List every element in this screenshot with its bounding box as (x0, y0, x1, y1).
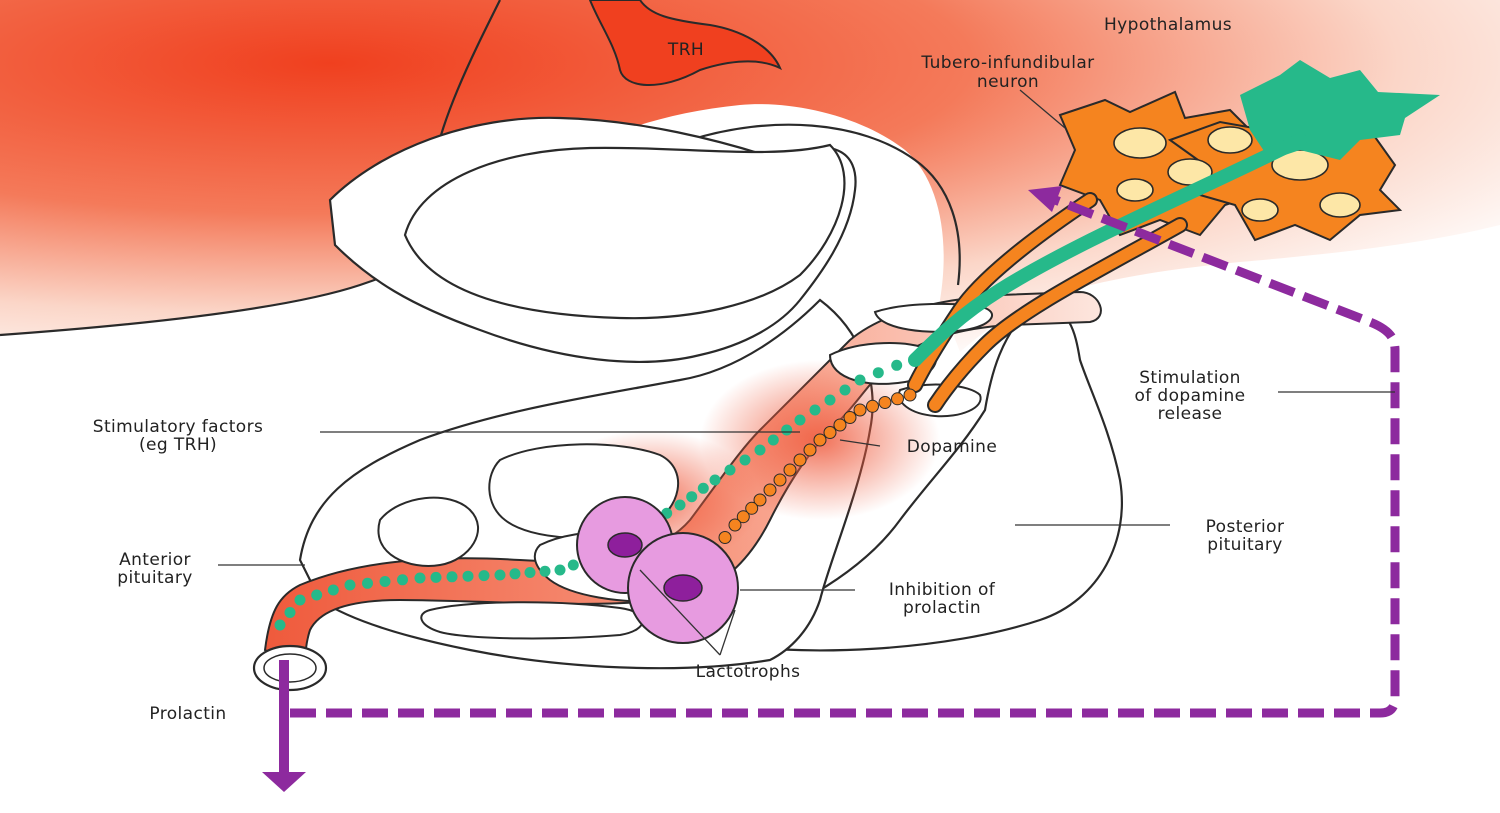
trh-shape (588, 0, 783, 86)
stimulatory-factor-dot (909, 352, 921, 364)
stimulatory-factor-dot (724, 464, 736, 476)
dopamine-dots (718, 388, 917, 544)
anterior-label-line2: pituitary (117, 568, 192, 588)
dopamine-dot (773, 473, 787, 487)
prolactin-arrow (262, 660, 306, 792)
stimulatory-factor-dot (891, 359, 903, 371)
stimulatory-factor-dot (284, 607, 296, 618)
neuron-label-line2: neuron (977, 72, 1039, 92)
vessel-opening (252, 644, 328, 692)
stimulatory-label-line1: Stimulatory factors (93, 417, 263, 437)
dopamine-dot (763, 483, 777, 497)
stimulatory-factor-dot (754, 444, 766, 456)
stimulatory-factor-dot (524, 567, 536, 578)
stimulatory-factor-dot (344, 579, 356, 591)
stimulatory-factor-dot (430, 571, 442, 583)
third-ventricle-shape (403, 143, 846, 320)
green-neuron (908, 60, 1440, 367)
stimulation-label-line1: Stimulation (1139, 368, 1241, 388)
dopamine-dot (783, 463, 797, 477)
dopamine-dot (903, 388, 917, 402)
stimulation-label-line3: release (1158, 404, 1223, 424)
stimulatory-factor-dot (567, 559, 579, 571)
lactotroph-cells (576, 496, 739, 644)
dopamine-dot (736, 510, 750, 524)
dopamine-dot (793, 453, 807, 467)
dopamine-dot (803, 443, 817, 457)
posterior-label-line2: pituitary (1207, 535, 1282, 555)
stimulatory-factor-dot (397, 574, 408, 586)
stimulatory-factor-dot (854, 374, 866, 386)
lactotrophs-label: Lactotrophs (696, 662, 801, 682)
hypothalamus-label: Hypothalamus (1104, 15, 1232, 35)
stimulatory-factor-dot (697, 482, 709, 494)
prolactin-label: Prolactin (149, 704, 226, 724)
stimulatory-label-line2: (eg TRH) (139, 435, 217, 455)
dopamine-dot (753, 493, 767, 507)
stimulatory-factor-dot (839, 384, 851, 396)
dopamine-dot (866, 399, 879, 413)
lactotroph-nucleus-1 (607, 532, 643, 558)
feedback-dashed-path (290, 191, 1400, 718)
dopamine-dot (745, 501, 759, 515)
dopamine-dot (891, 392, 904, 406)
stimulatory-factor-dot (379, 576, 391, 587)
stimulatory-factor-dot (462, 570, 474, 582)
stimulatory-factor-dot (824, 394, 836, 406)
stimulatory-factor-dot (494, 569, 506, 581)
stimulation-label-line2: of dopamine (1134, 386, 1245, 406)
stimulatory-factor-dot (539, 565, 551, 577)
stimulatory-factor-dot (781, 424, 793, 436)
feedback-arrowhead (1028, 186, 1062, 212)
stimulatory-factor-dot (414, 572, 426, 584)
neuron-label-line1: Tubero-infundibular (920, 53, 1094, 73)
stimulatory-factor-dot (809, 404, 821, 416)
stimulatory-factor-dot (674, 499, 686, 511)
stimulatory-factor-dot (362, 577, 373, 589)
stimulatory-factor-dot (554, 564, 566, 576)
dopamine-dot (823, 426, 837, 439)
dopamine-dot (853, 403, 867, 417)
inhibition-label-line2: prolactin (903, 598, 981, 618)
lactotroph-nucleus-2 (663, 574, 703, 602)
trh-label: TRH (667, 40, 704, 60)
dopamine-dot (813, 433, 827, 447)
dopamine-dot (728, 518, 742, 532)
dopamine-dot (833, 418, 847, 432)
stimulatory-factor-dot (686, 491, 698, 503)
anterior-label-line1: Anterior (119, 550, 191, 570)
leader-lines (218, 89, 1395, 656)
posterior-pituitary-shape (699, 298, 1123, 652)
stimulatory-factor-dot (872, 367, 884, 379)
stimulatory-factor-dot (709, 474, 721, 486)
dopamine-label: Dopamine (907, 437, 997, 457)
stimulatory-factor-dot (446, 571, 458, 583)
stimulatory-factor-dot (294, 594, 306, 606)
dopamine-dot (878, 396, 892, 409)
posterior-label-line1: Posterior (1206, 517, 1285, 537)
inhibition-label-line1: Inhibition of (889, 580, 996, 600)
stimulatory-factor-dot (794, 414, 806, 426)
dopamine-dot (843, 411, 857, 424)
stimulatory-factor-dot (478, 570, 490, 582)
stimulatory-factor-dot (767, 434, 779, 446)
stimulatory-factor-dot (327, 584, 339, 596)
stimulatory-factor-dot (274, 619, 286, 631)
dopamine-dot (718, 531, 732, 544)
stimulatory-factor-dot (311, 589, 323, 601)
stimulatory-factor-dots (274, 352, 921, 631)
stimulatory-factor-dot (739, 454, 751, 466)
stimulatory-factor-dot (509, 568, 521, 580)
